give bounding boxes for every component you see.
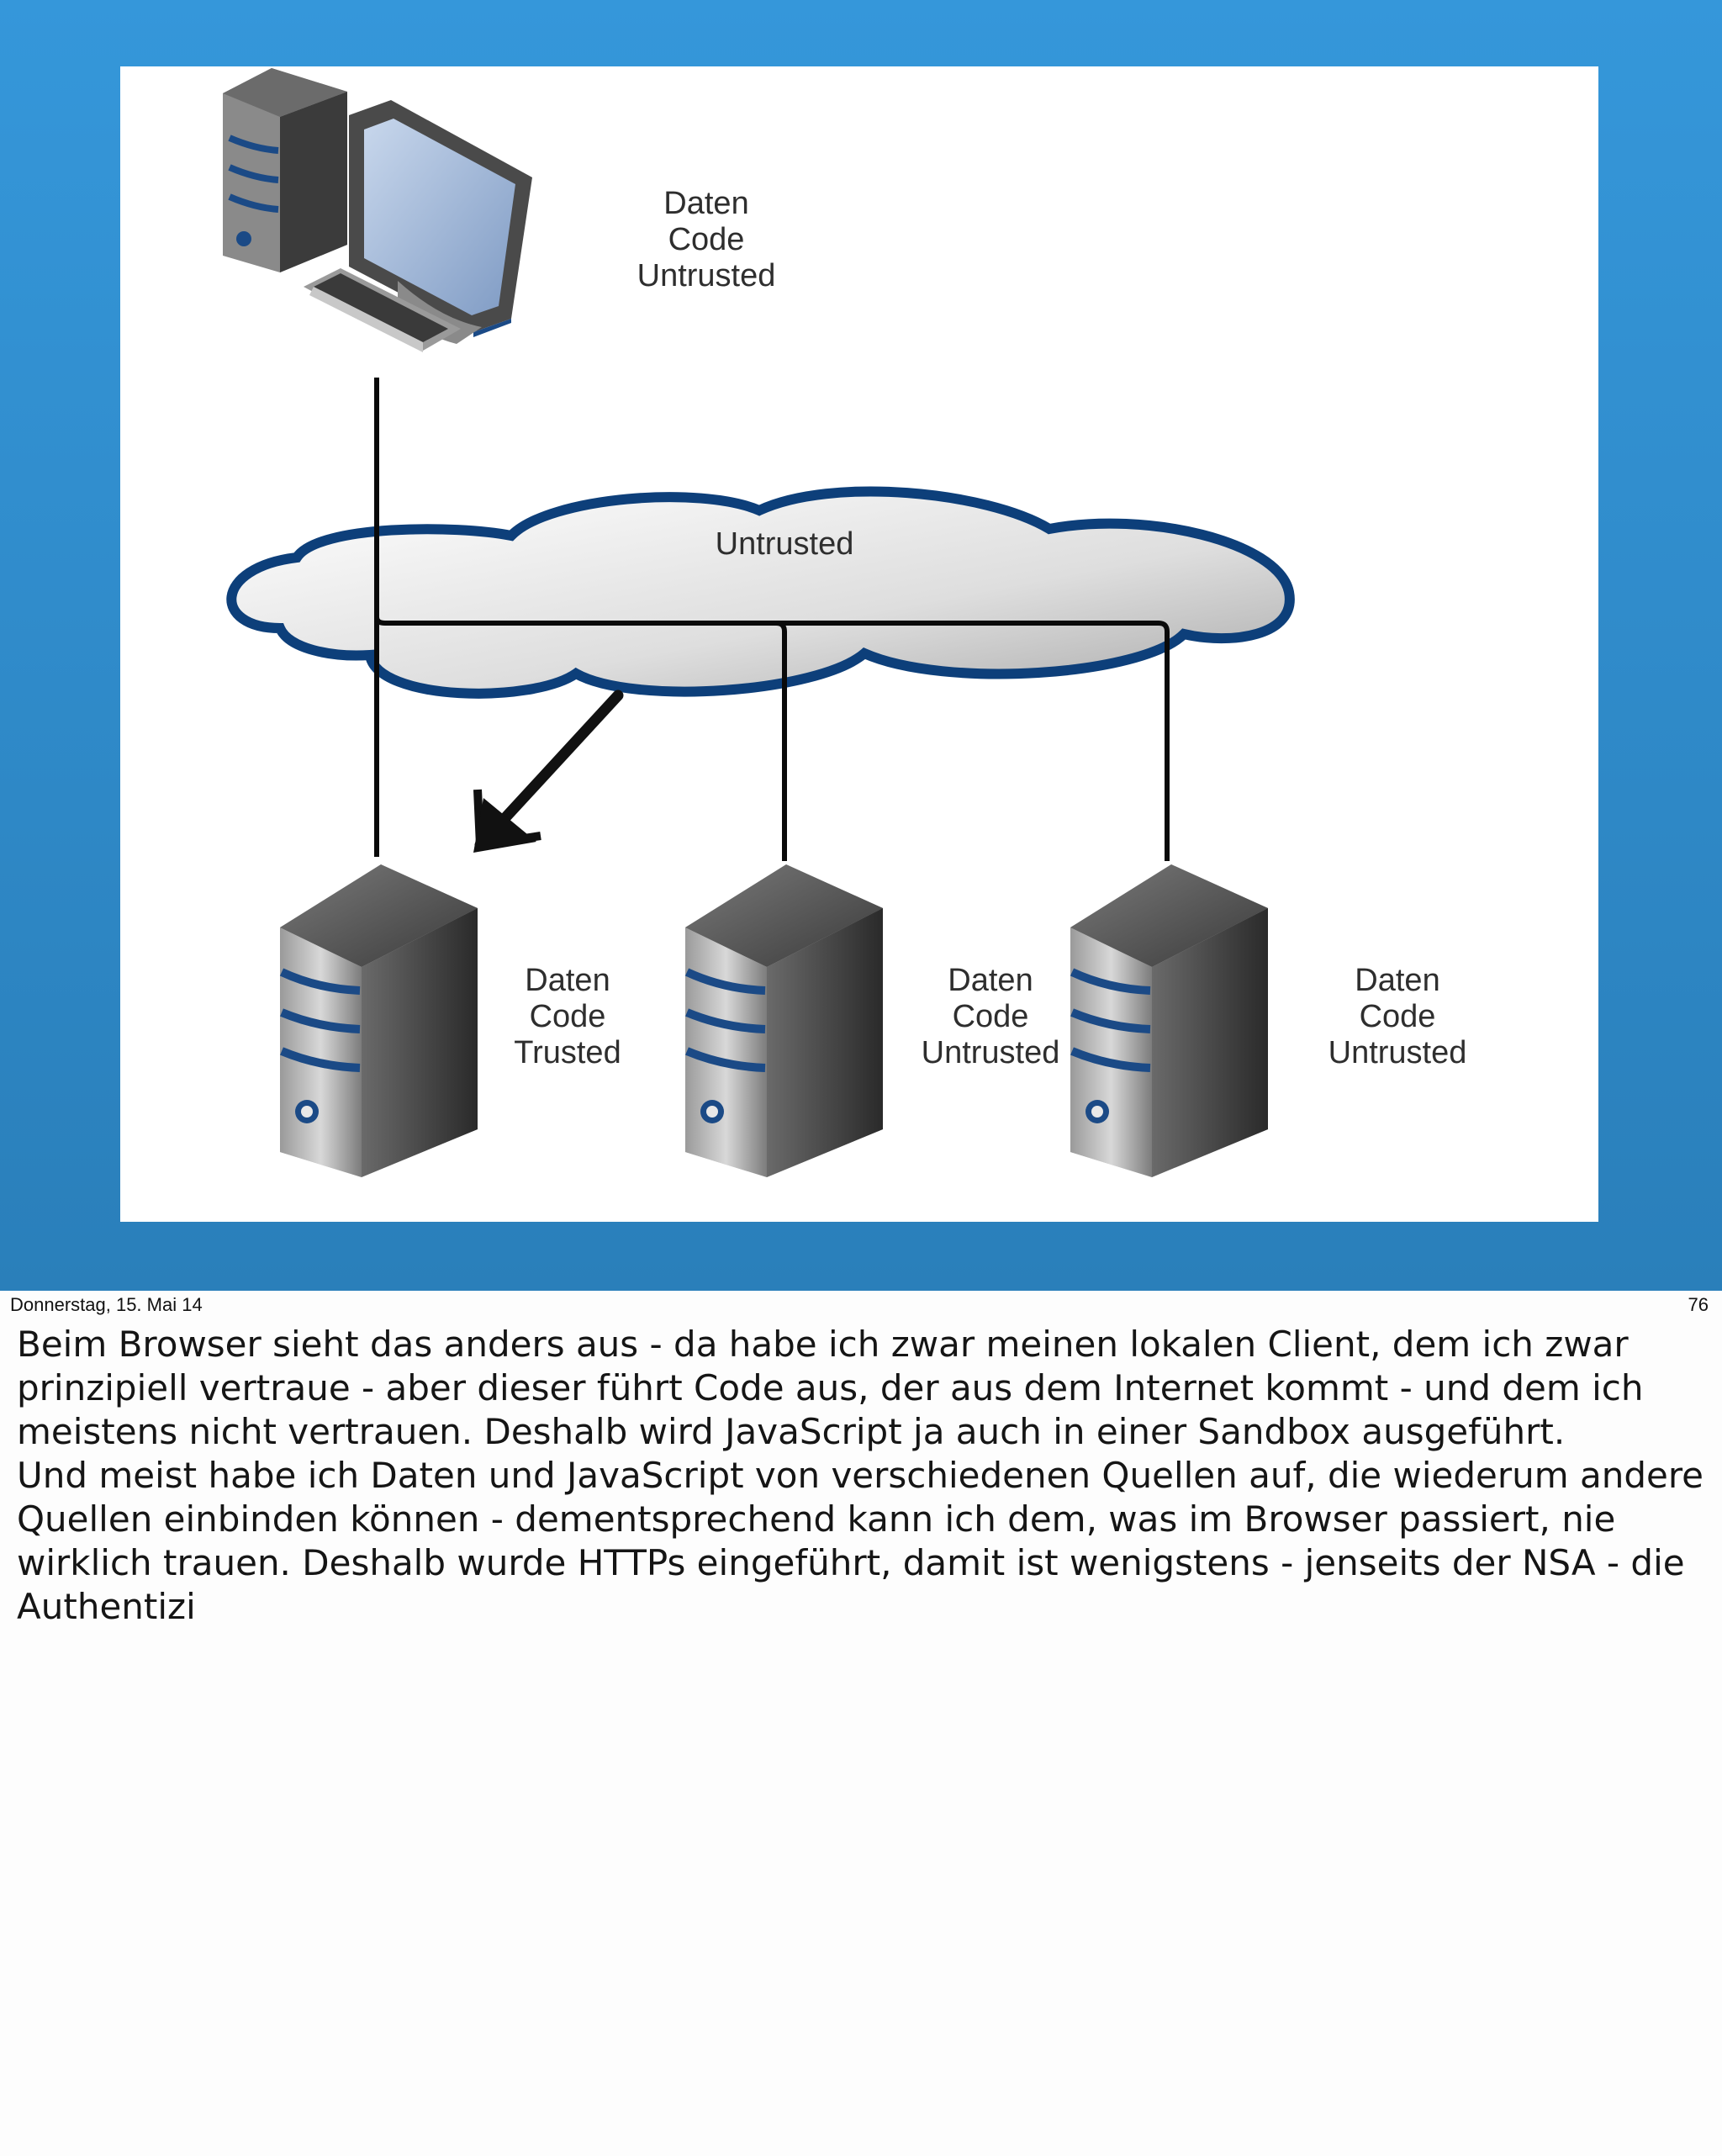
- server-icon: [685, 864, 883, 1177]
- client-label: Daten Code Untrusted: [637, 186, 776, 293]
- untrusted-cloud: [226, 486, 1295, 699]
- server-icon: [280, 864, 478, 1177]
- notes-paragraph: Beim Browser sieht das anders aus - da h…: [17, 1324, 1644, 1452]
- client-computer-icon: [223, 68, 532, 352]
- speaker-notes: Beim Browser sieht das anders aus - da h…: [17, 1323, 1707, 1629]
- slide-date: Donnerstag, 15. Mai 14: [10, 1294, 203, 1315]
- diagram-graphic: [223, 68, 1295, 1222]
- network-connections: [374, 378, 1170, 861]
- network-diagram: Daten Code Untrusted Untrusted Daten Cod…: [120, 66, 1598, 1222]
- server-label-untrusted: Daten Code Untrusted: [1328, 963, 1467, 1070]
- notes-paragraph: Und meist habe ich Daten und JavaScript …: [17, 1455, 1704, 1627]
- slide-background: Daten Code Untrusted Untrusted Daten Cod…: [0, 0, 1722, 1291]
- cloud-label: Untrusted: [715, 526, 854, 562]
- page-number: 76: [1688, 1294, 1709, 1315]
- server-label-trusted: Daten Code Trusted: [514, 963, 621, 1070]
- trust-arrow-icon: [473, 690, 624, 853]
- server-label-untrusted: Daten Code Untrusted: [921, 963, 1060, 1070]
